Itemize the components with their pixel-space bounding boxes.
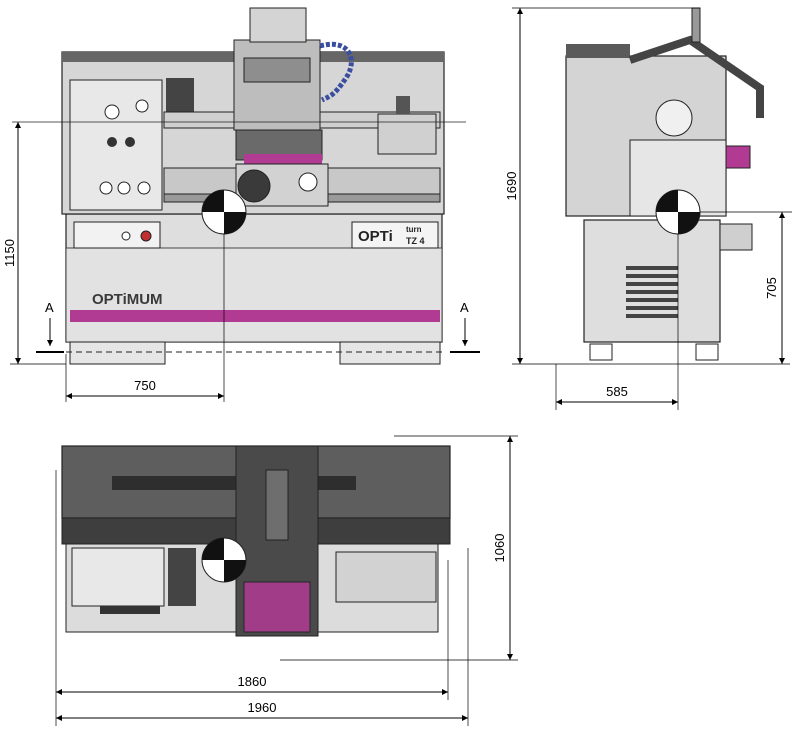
side-spindle-height-dimension: 705 bbox=[700, 211, 792, 364]
front-view: OPTi turn TZ 4 OPTiMUM A A bbox=[12, 7, 480, 365]
section-label-right: A bbox=[460, 300, 469, 315]
section-marker-right: A bbox=[450, 300, 480, 353]
front-accent-stripe bbox=[70, 310, 440, 322]
front-height-dimension: 1150 bbox=[2, 122, 66, 365]
side-height-value: 1690 bbox=[504, 172, 519, 201]
side-height-dimension: 1690 bbox=[504, 7, 790, 365]
top-center-of-gravity-icon bbox=[201, 537, 247, 583]
top-length-inner-value: 1860 bbox=[238, 674, 267, 689]
top-depth-value: 1060 bbox=[492, 534, 507, 563]
top-depth-dimension: 1060 bbox=[280, 435, 518, 661]
vent-grille bbox=[626, 266, 678, 318]
side-width-value: 585 bbox=[606, 384, 628, 399]
top-view bbox=[61, 445, 451, 637]
side-center-of-gravity-icon bbox=[655, 189, 701, 235]
front-height-value: 1150 bbox=[2, 239, 17, 267]
section-label-left: A bbox=[45, 300, 54, 315]
top-length-inner-dimension: 1860 bbox=[55, 470, 449, 726]
top-length-outer-dimension: 1960 bbox=[56, 548, 469, 726]
side-width-dimension: 585 bbox=[555, 234, 679, 410]
section-marker-left: A bbox=[36, 300, 64, 353]
model-code-label: TZ 4 bbox=[406, 236, 425, 246]
front-width-value: 750 bbox=[134, 378, 156, 393]
model-sub-label: turn bbox=[406, 225, 422, 234]
front-width-dimension: 750 bbox=[65, 234, 225, 402]
model-name-label: OPTi bbox=[358, 228, 393, 245]
top-length-outer-value: 1960 bbox=[248, 700, 277, 715]
side-view bbox=[565, 7, 764, 361]
brand-logo-text: OPTiMUM bbox=[92, 291, 163, 308]
side-spindle-height-value: 705 bbox=[764, 277, 779, 299]
center-of-gravity-icon bbox=[201, 189, 247, 235]
